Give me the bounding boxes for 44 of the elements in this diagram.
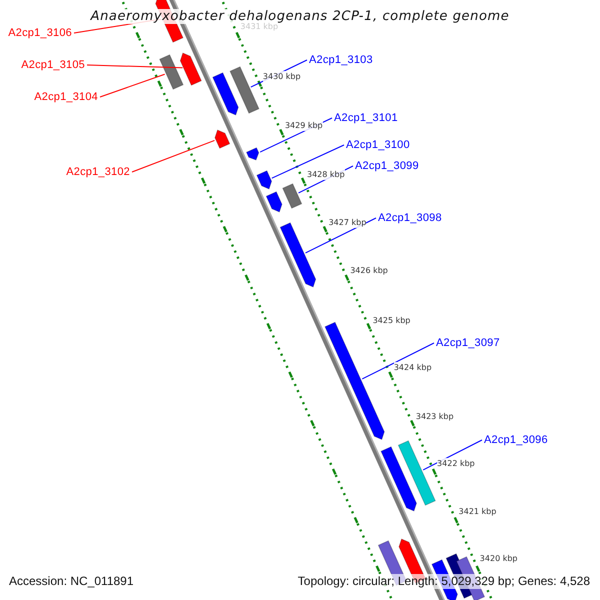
genome-info-text: Topology: circular; Length: 5,029,329 bp; Genes: 4,528: [298, 574, 590, 589]
gene-feature: [246, 147, 260, 161]
scale-label: 3420 kbp: [480, 553, 518, 564]
scale-label: 3425 kbp: [372, 315, 410, 326]
gene-label: A2cp1_3098: [378, 211, 442, 225]
gene-feature: [230, 66, 260, 114]
scale-label: 3422 kbp: [437, 458, 475, 469]
gene-label: A2cp1_3105: [21, 58, 85, 72]
leader-line: [100, 74, 166, 98]
diagram-title: Anaeromyxobacter dehalogenans 2CP-1, complete genome: [88, 9, 512, 24]
gene-feature: [212, 72, 239, 116]
scale-label: 3423 kbp: [416, 411, 454, 422]
accession-text: Accession: NC_011891: [9, 574, 134, 589]
leader-line: [132, 140, 216, 172]
gene-feature: [398, 440, 436, 506]
gene-feature: [324, 322, 385, 440]
gene-label: A2cp1_3102: [66, 165, 130, 179]
gene-feature: [159, 54, 184, 90]
scale-label: 3421 kbp: [458, 506, 496, 517]
leader-line: [305, 218, 376, 254]
gene-feature: [266, 191, 282, 213]
gene-label: A2cp1_3101: [334, 111, 398, 125]
gene-feature: [214, 129, 230, 149]
scale-label: 3429 kbp: [284, 120, 323, 131]
gene-feature: [256, 170, 272, 190]
leader-line: [86, 64, 184, 68]
gene-feature: [380, 446, 417, 512]
gene-label: A2cp1_3097: [436, 336, 500, 350]
scale-label: 3428 kbp: [307, 169, 345, 180]
scale-label: 3426 kbp: [350, 265, 388, 276]
gene-feature: [282, 183, 302, 209]
gene-label: A2cp1_3104: [34, 90, 98, 104]
gene-feature: [280, 222, 316, 288]
gene-label: A2cp1_3106: [8, 26, 72, 40]
leader-line: [271, 144, 344, 179]
scale-label: 3430 kbp: [262, 71, 301, 82]
gene-label: A2cp1_3103: [309, 53, 373, 67]
gene-label: A2cp1_3099: [355, 159, 419, 173]
gene-feature: [180, 52, 202, 86]
leader-line: [362, 342, 434, 380]
scale-label: 3427 kbp: [328, 217, 366, 228]
gene-label: A2cp1_3100: [346, 138, 410, 152]
scale-label: 3424 kbp: [394, 362, 432, 373]
gene-label: A2cp1_3096: [484, 433, 548, 447]
